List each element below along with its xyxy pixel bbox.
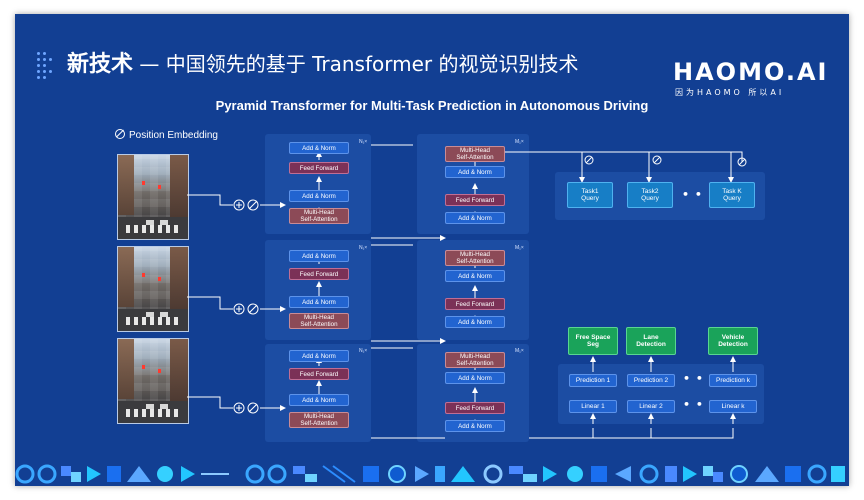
m-label-3: M₁× bbox=[515, 348, 524, 354]
n-label-2: N₁× bbox=[359, 245, 368, 251]
add-norm-block: Add & Norm bbox=[289, 142, 349, 154]
self-attention-block: Multi-Head Self-Attention bbox=[445, 250, 505, 266]
input-arrow-3 bbox=[187, 396, 233, 409]
prediction-2: Prediction 2 bbox=[627, 374, 675, 387]
query-ellipsis: • • • bbox=[682, 188, 716, 201]
position-embedding-legend: Position Embedding bbox=[115, 129, 218, 141]
self-attention-block: Multi-Head Self-Attention bbox=[289, 313, 349, 329]
linear-ellipsis: • • • bbox=[683, 398, 717, 411]
linear-k: Linear k bbox=[709, 400, 757, 413]
self-attention-block: Multi-Head Self-Attention bbox=[445, 352, 505, 368]
prediction-k: Prediction k bbox=[709, 374, 757, 387]
add-norm-block: Add & Norm bbox=[445, 420, 505, 432]
add-norm-block: Add & Norm bbox=[289, 296, 349, 308]
input-arrow-2 bbox=[187, 296, 233, 310]
add-norm-block: Add & Norm bbox=[445, 372, 505, 384]
page-title: 新技术 — 中国领先的基于 Transformer 的视觉识别技术 bbox=[67, 46, 579, 77]
position-embedding-label: Position Embedding bbox=[129, 130, 218, 141]
plus-circle-icon-3 bbox=[233, 402, 245, 414]
m-label-1: M₁× bbox=[515, 139, 524, 145]
add-norm-block: Add & Norm bbox=[445, 166, 505, 178]
position-embedding-icon-1 bbox=[247, 199, 259, 211]
add-norm-block: Add & Norm bbox=[445, 270, 505, 282]
slide: 新技术 — 中国领先的基于 Transformer 的视觉识别技术 HAOMO.… bbox=[15, 14, 849, 486]
add-norm-block: Add & Norm bbox=[445, 212, 505, 224]
feed-forward-block: Feed Forward bbox=[289, 268, 349, 280]
n-label-3: N₁× bbox=[359, 348, 368, 354]
feed-forward-block: Feed Forward bbox=[289, 368, 349, 380]
task2-query: Task2 Query bbox=[627, 182, 673, 208]
prediction-1: Prediction 1 bbox=[569, 374, 617, 387]
haomo-logo: HAOMO.AI bbox=[673, 58, 829, 86]
query-pe-icon-2 bbox=[652, 155, 662, 165]
position-embedding-icon-3 bbox=[247, 402, 259, 414]
diagram-title: Pyramid Transformer for Multi-Task Predi… bbox=[215, 98, 649, 113]
query-feed-line bbox=[535, 151, 743, 162]
input-image-2 bbox=[117, 246, 189, 332]
linear-1: Linear 1 bbox=[569, 400, 617, 413]
self-attention-block: Multi-Head Self-Attention bbox=[289, 412, 349, 428]
plus-circle-icon-1 bbox=[233, 199, 245, 211]
linear-2: Linear 2 bbox=[627, 400, 675, 413]
input-arrow-1 bbox=[187, 194, 233, 206]
input-image-1 bbox=[117, 154, 189, 240]
add-norm-block: Add & Norm bbox=[445, 316, 505, 328]
feed-forward-block: Feed Forward bbox=[445, 298, 505, 310]
free-space-seg-task: Free Space Seg bbox=[568, 327, 618, 355]
position-embedding-icon-2 bbox=[247, 303, 259, 315]
self-attention-block: Multi-Head Self-Attention bbox=[445, 146, 505, 162]
page-title-rest: — 中国领先的基于 Transformer 的视觉识别技术 bbox=[133, 52, 579, 76]
input-image-3 bbox=[117, 338, 189, 424]
add-norm-block: Add & Norm bbox=[289, 350, 349, 362]
connector-lines bbox=[187, 144, 747, 439]
decorative-pattern-strip bbox=[15, 464, 845, 484]
lane-detection-task: Lane Detection bbox=[626, 327, 676, 355]
vehicle-detection-task: Vehicle Detection bbox=[708, 327, 758, 355]
haomo-logo-subtitle: 因为HAOMO 所以AI bbox=[675, 88, 785, 97]
add-norm-block: Add & Norm bbox=[289, 190, 349, 202]
taskk-query: Task K Query bbox=[709, 182, 755, 208]
position-embedding-icon bbox=[115, 129, 125, 139]
feed-forward-block: Feed Forward bbox=[445, 402, 505, 414]
prediction-ellipsis: • • • bbox=[683, 372, 717, 385]
self-attention-block: Multi-Head Self-Attention bbox=[289, 208, 349, 224]
feed-forward-block: Feed Forward bbox=[289, 162, 349, 174]
page-title-bold: 新技术 bbox=[67, 52, 134, 77]
plus-circle-icon-2 bbox=[233, 303, 245, 315]
add-norm-block: Add & Norm bbox=[289, 250, 349, 262]
m-label-2: M₁× bbox=[515, 245, 524, 251]
n-label-1: N₁× bbox=[359, 139, 368, 145]
query-pe-icon-3 bbox=[737, 157, 747, 167]
decoder-output-line bbox=[529, 428, 594, 439]
task1-query: Task1 Query bbox=[567, 182, 613, 208]
query-pe-icon-1 bbox=[584, 155, 594, 165]
add-norm-block: Add & Norm bbox=[289, 394, 349, 406]
feed-forward-block: Feed Forward bbox=[445, 194, 505, 206]
